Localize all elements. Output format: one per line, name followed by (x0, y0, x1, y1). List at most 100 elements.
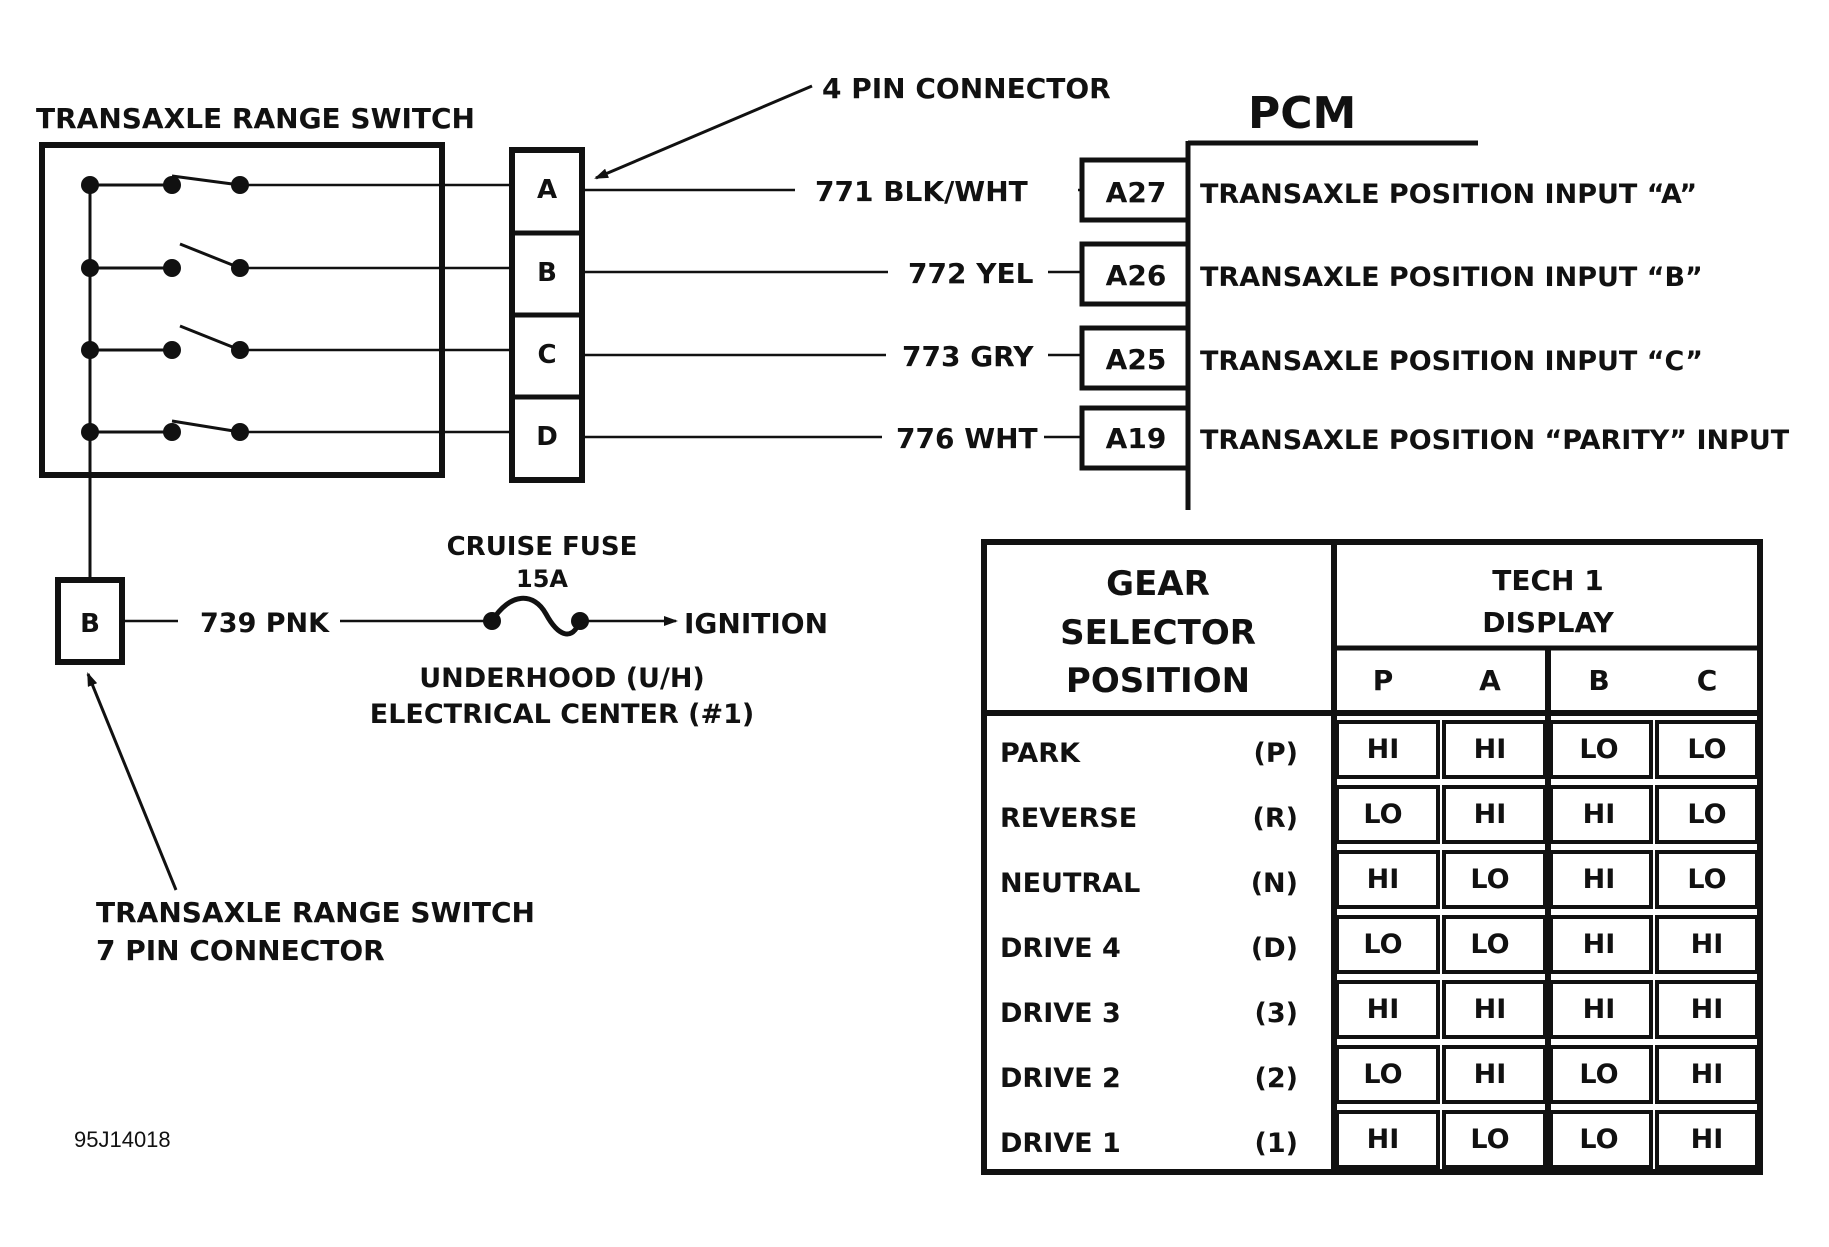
table-cell-box (1655, 1045, 1759, 1104)
table-cell-box (1549, 1045, 1653, 1104)
row-gear-code: (N) (1251, 868, 1298, 899)
connector-4pin-pointer (594, 84, 813, 180)
connector-pin-b: B (537, 258, 557, 288)
connector-pin-c: C (537, 340, 556, 370)
table-header-tech1: TECH 1 (1492, 564, 1603, 597)
table-col-header-b: B (1588, 664, 1609, 697)
row-gear-code: (1) (1255, 1128, 1298, 1159)
table-header-position: POSITION (1066, 661, 1250, 701)
table-cell-value: LO (1363, 929, 1402, 960)
connector-7pin-b-label: B (80, 609, 100, 639)
pcm-pin-a27-box (1079, 157, 1188, 223)
row-gear-code: (P) (1254, 738, 1298, 769)
connector-pin-a: A (537, 175, 557, 205)
table-cell-box (1335, 850, 1440, 909)
wire-label-772: 772 YEL (908, 257, 1034, 290)
connector-pin-d: D (536, 422, 558, 452)
table-cell-box (1442, 720, 1547, 779)
table-cell-box (1549, 850, 1653, 909)
row-gear-name: DRIVE 4 (1000, 933, 1121, 964)
pcm-input-c: TRANSAXLE POSITION INPUT “C” (1200, 346, 1703, 377)
table-header-gear: GEAR (1106, 564, 1210, 604)
table-cell-value: HI (1367, 734, 1400, 765)
table-cell-box (1335, 1110, 1440, 1169)
table-cell-value: LO (1687, 799, 1726, 830)
table-cell-value: LO (1470, 864, 1509, 895)
connector-7pin-label-line1: TRANSAXLE RANGE SWITCH (96, 896, 535, 929)
pcm-pin-a26-box (1079, 241, 1188, 307)
table-cell-box (1442, 980, 1547, 1039)
pcm-pin-a26: A26 (1106, 259, 1167, 292)
pcm-pin-a25-box (1079, 325, 1188, 391)
table-cell-value: LO (1470, 929, 1509, 960)
row-gear-name: NEUTRAL (1000, 868, 1140, 899)
table-cell-box (1442, 1045, 1547, 1104)
table-cell-value: HI (1691, 994, 1724, 1025)
table-cell-value: HI (1474, 994, 1507, 1025)
wire-label-771: 771 BLK/WHT (815, 175, 1028, 208)
wire-label-773: 773 GRY (902, 340, 1034, 373)
table-col-header-p: P (1373, 664, 1394, 697)
connector-4pin-title: 4 PIN CONNECTOR (822, 72, 1111, 105)
switch-contact-b (81, 242, 512, 277)
table-cell-value: HI (1474, 1059, 1507, 1090)
tech1-table (981, 539, 1763, 1175)
table-cell-box (1335, 1045, 1440, 1104)
table-cell-value: LO (1687, 734, 1726, 765)
table-header-selector: SELECTOR (1060, 613, 1256, 653)
pcm-input-a: TRANSAXLE POSITION INPUT “A” (1200, 179, 1697, 210)
pcm-pin-a27: A27 (1106, 176, 1167, 209)
pcm-pin-a25: A25 (1106, 343, 1167, 376)
table-col-header-c: C (1697, 664, 1718, 697)
table-row: NEUTRAL (N) HI LO HI LO (1000, 850, 1759, 909)
switch-title: TRANSAXLE RANGE SWITCH (36, 102, 475, 135)
table-cell-value: HI (1367, 864, 1400, 895)
table-cell-value: LO (1579, 1124, 1618, 1155)
row-gear-name: DRIVE 2 (1000, 1063, 1121, 1094)
fuse-name: CRUISE FUSE (447, 532, 638, 562)
table-cell-box (1442, 915, 1547, 974)
pcm-pin-a19: A19 (1106, 422, 1167, 455)
pcm-pin-a19-box (1079, 405, 1188, 471)
figure-id: 95J14018 (74, 1127, 171, 1152)
table-cell-value: HI (1583, 929, 1616, 960)
ignition-label: IGNITION (684, 607, 828, 640)
table-cell-box (1442, 785, 1547, 844)
table-cell-box (1655, 980, 1759, 1039)
table-cell-value: HI (1583, 994, 1616, 1025)
row-gear-name: PARK (1000, 738, 1081, 769)
table-cell-value: LO (1470, 1124, 1509, 1155)
table-header-display: DISPLAY (1482, 606, 1614, 639)
table-cell-box (1549, 915, 1653, 974)
table-cell-box (1655, 720, 1759, 779)
switch-contact-d (81, 419, 512, 441)
pcm-input-b: TRANSAXLE POSITION INPUT “B” (1200, 262, 1703, 293)
row-gear-code: (R) (1253, 803, 1298, 834)
table-cell-value: HI (1474, 799, 1507, 830)
table-cell-value: HI (1691, 929, 1724, 960)
table-cell-box (1655, 915, 1759, 974)
table-cell-box (1549, 720, 1653, 779)
table-cell-value: HI (1691, 1124, 1724, 1155)
table-cell-value: LO (1687, 864, 1726, 895)
table-cell-box (1335, 980, 1440, 1039)
row-gear-code: (3) (1255, 998, 1298, 1029)
table-cell-value: HI (1474, 734, 1507, 765)
table-cell-value: HI (1367, 1124, 1400, 1155)
table-cell-box (1655, 1110, 1759, 1169)
row-gear-name: DRIVE 3 (1000, 998, 1121, 1029)
table-cell-box (1549, 1110, 1653, 1169)
table-cell-value: HI (1583, 864, 1616, 895)
table-cell-box (1335, 720, 1440, 779)
switch-contact-a (81, 174, 512, 194)
switch-contact-c (81, 324, 512, 359)
table-cell-value: HI (1691, 1059, 1724, 1090)
table-cell-box (1655, 850, 1759, 909)
